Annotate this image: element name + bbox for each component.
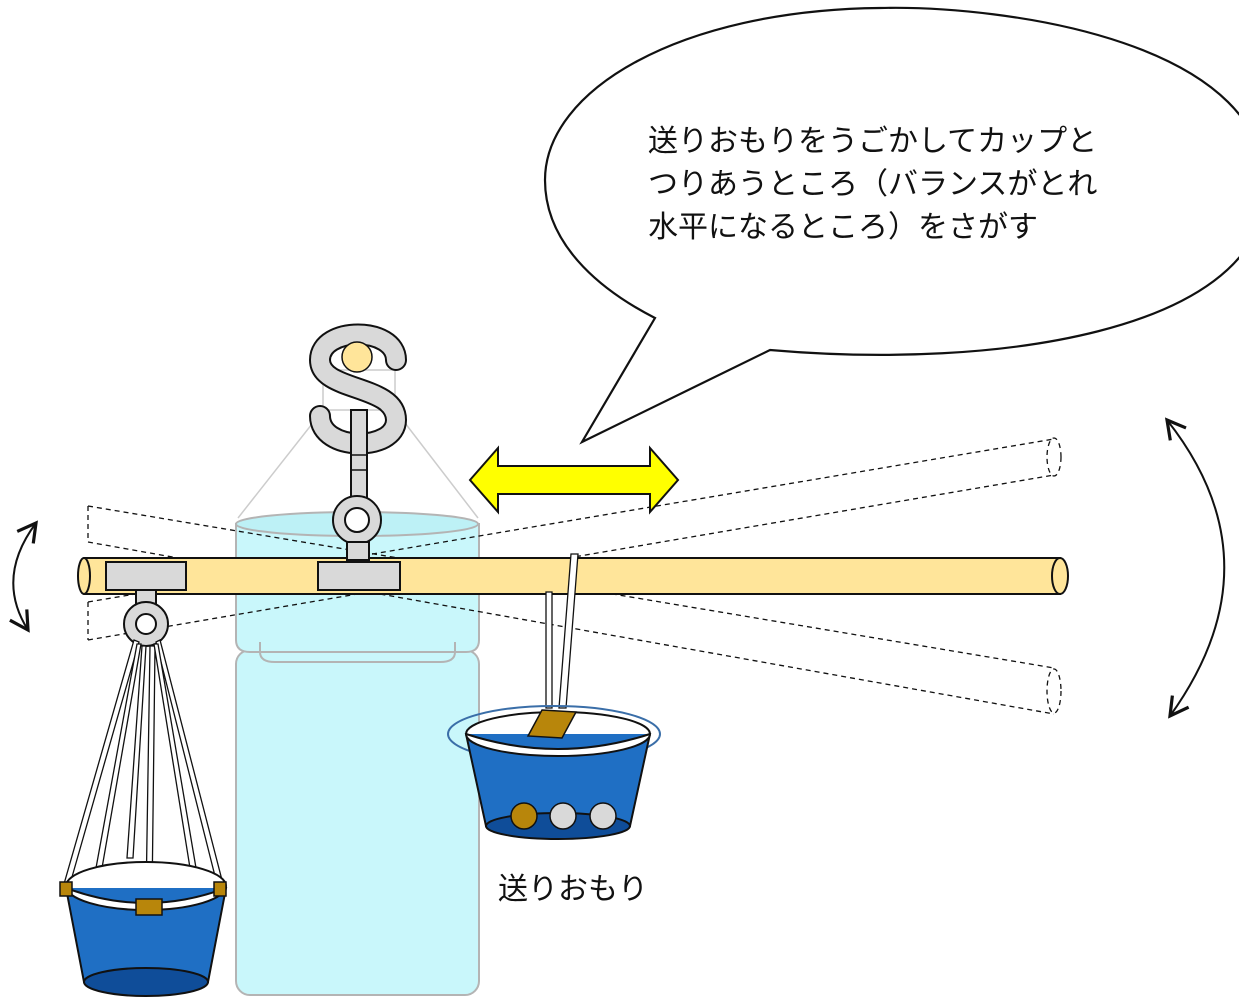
sliding-weight-label: 送りおもり: [498, 872, 648, 907]
center-hanger: [317, 409, 401, 591]
left-cup: [59, 861, 228, 997]
hanging-strings: [63, 639, 224, 901]
balance-arrow-icon: [468, 445, 680, 515]
left-tilt-arrow-icon: [9, 520, 38, 633]
speech-bubble: [543, 6, 1239, 445]
weight-strings: [545, 553, 579, 709]
left-hanger: [105, 561, 187, 647]
speech-bubble-text: 送りおもりをうごかしてカップと つりあうところ（バランスがとれ 水平になるところ…: [648, 124, 1098, 245]
sliding-weight-cup: [447, 705, 661, 840]
right-tilt-arrow-icon: [1164, 417, 1226, 719]
